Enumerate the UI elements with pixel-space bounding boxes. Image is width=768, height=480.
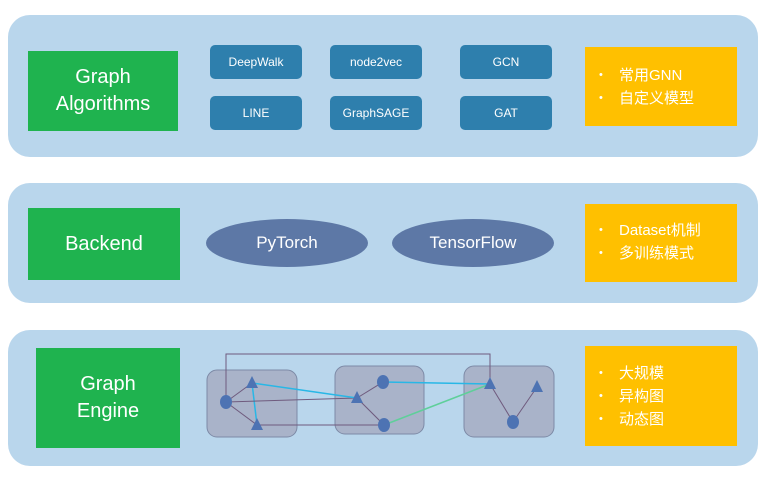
edge	[251, 382, 258, 426]
graph-engine-title: Graph Engine	[36, 348, 180, 448]
edge	[512, 386, 538, 423]
edge	[225, 401, 258, 426]
edge	[225, 397, 358, 403]
graph-node	[246, 376, 258, 388]
edge	[383, 383, 491, 426]
algo-deepwalk: DeepWalk	[210, 45, 302, 79]
note-common-gnn: 常用GNN	[585, 64, 737, 87]
pytorch-oval: PyTorch	[206, 219, 368, 267]
graph-node	[220, 395, 232, 409]
graph-node	[378, 418, 390, 432]
engine-notes: 大规模 异构图 动态图	[585, 346, 737, 446]
algo-line: LINE	[210, 96, 302, 130]
graph-node	[507, 415, 519, 429]
graph-node	[251, 418, 263, 430]
note-dynamic-graph: 动态图	[585, 408, 737, 431]
note-large-scale: 大规模	[585, 362, 737, 385]
algorithms-notes: 常用GNN 自定义模型	[585, 47, 737, 126]
graph-node	[484, 377, 496, 389]
edge	[251, 382, 358, 399]
graph-node	[531, 380, 543, 392]
graph-algorithms-title: Graph Algorithms	[28, 51, 178, 131]
graph-node	[377, 375, 389, 389]
note-multi-training-modes: 多训练模式	[585, 242, 737, 265]
backend-notes: Dataset机制 多训练模式	[585, 204, 737, 282]
tensorflow-oval: TensorFlow	[392, 219, 554, 267]
note-custom-model: 自定义模型	[585, 87, 737, 110]
edge-top-connector	[225, 353, 491, 402]
edge	[382, 381, 491, 385]
backend-title: Backend	[28, 208, 180, 280]
algo-gcn: GCN	[460, 45, 552, 79]
edge	[489, 383, 514, 423]
graph-node	[351, 391, 363, 403]
algo-graphsage: GraphSAGE	[330, 96, 422, 130]
algo-node2vec: node2vec	[330, 45, 422, 79]
note-heterogeneous-graph: 异构图	[585, 385, 737, 408]
note-dataset-mechanism: Dataset机制	[585, 219, 737, 242]
algo-gat: GAT	[460, 96, 552, 130]
